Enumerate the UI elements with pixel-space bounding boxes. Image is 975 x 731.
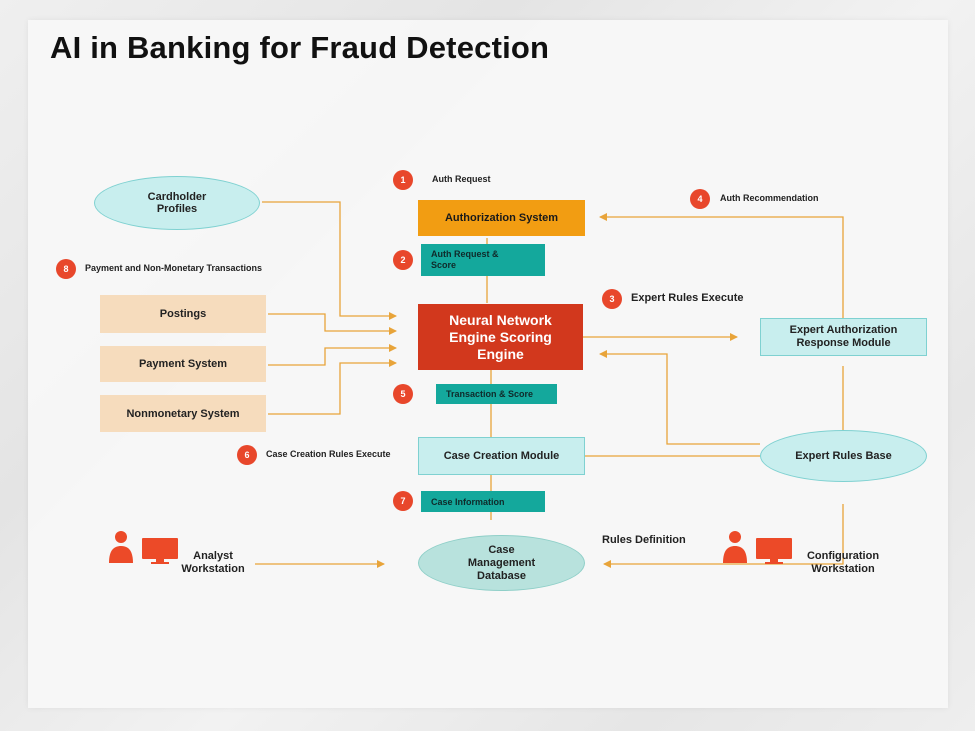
postings-node: Postings: [100, 295, 266, 333]
line-cardholder-to-engine: [262, 201, 397, 320]
cardholder-profiles-node: Cardholder Profiles: [94, 176, 260, 230]
neural-network-engine-node: Neural Network Engine Scoring Engine: [418, 304, 583, 370]
step-7-label-box: Case Information: [421, 491, 545, 512]
case-management-database-node: Case Management Database: [418, 535, 585, 591]
expert-authorization-module-node: Expert Authorization Response Module: [760, 318, 927, 356]
step-8-badge: 8: [56, 259, 76, 279]
step-6-badge: 6: [237, 445, 257, 465]
step-5-label-box: Transaction & Score: [436, 384, 557, 404]
rules-definition-label: Rules Definition: [602, 534, 686, 546]
step-3-label: Expert Rules Execute: [631, 292, 744, 304]
configuration-workstation-label: Configuration Workstation: [806, 550, 880, 575]
step-8-label: Payment and Non-Monetary Transactions: [85, 263, 263, 273]
authorization-system-node: Authorization System: [418, 200, 585, 236]
step-1-label: Auth Request: [432, 174, 491, 184]
step-7-badge: 7: [393, 491, 413, 511]
page-title: AI in Banking for Fraud Detection: [50, 30, 550, 65]
expert-rules-base-node: Expert Rules Base: [760, 430, 927, 482]
configuration-workstation-icon: [723, 531, 792, 564]
step-4-badge: 4: [690, 189, 710, 209]
analyst-workstation-label: Analyst Workstation: [181, 550, 245, 575]
payment-system-node: Payment System: [100, 346, 266, 382]
step-3-badge: 3: [602, 289, 622, 309]
step-6-label: Case Creation Rules Execute: [266, 449, 391, 459]
step-5-badge: 5: [393, 384, 413, 404]
line-payment-to-engine: [268, 344, 397, 366]
case-creation-module-node: Case Creation Module: [418, 437, 585, 475]
step-2-label-box: Auth Request & Score: [421, 244, 545, 276]
line-config-to-db: [603, 504, 844, 568]
analyst-workstation-icon: [109, 531, 178, 564]
line-expert-auth-to-auth: [599, 213, 844, 318]
nonmonetary-system-node: Nonmonetary System: [100, 395, 266, 432]
line-nonmonetary-to-engine: [268, 359, 397, 415]
step-4-label: Auth Recommendation: [720, 193, 819, 203]
step-1-badge: 1: [393, 170, 413, 190]
line-rules-base-to-engine: [599, 350, 760, 445]
line-postings-to-engine: [268, 313, 397, 335]
step-2-badge: 2: [393, 250, 413, 270]
